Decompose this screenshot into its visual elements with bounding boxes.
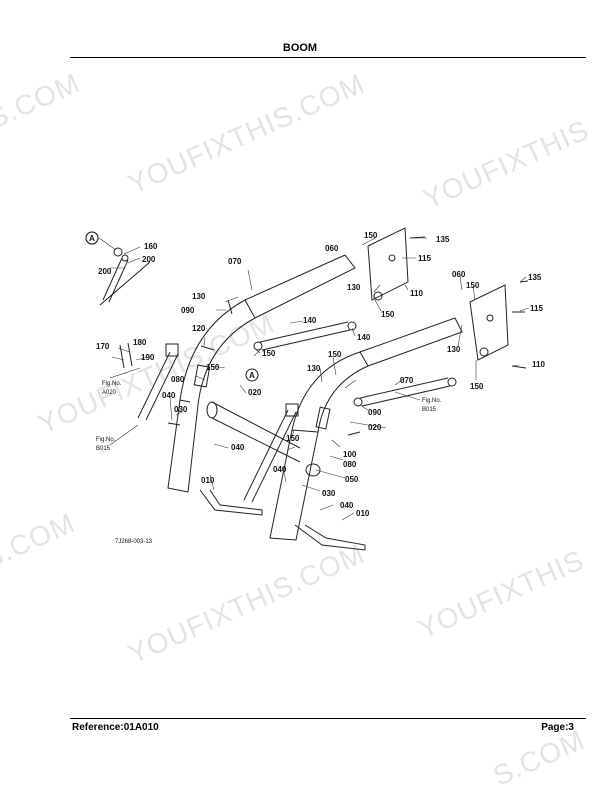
right-mount-bracket [469,284,509,361]
page-title: BOOM [282,42,318,54]
part-label: 070 [400,376,414,385]
boom-parts-diagram: A A 160 200 200 070 130 090 120 170 180 … [85,227,545,551]
part-label: 040 [273,465,287,474]
part-label: 150 [470,382,484,391]
right-boom-arm [269,317,463,541]
part-label: 130 [447,345,461,354]
part-label: 190 [141,353,155,362]
fig-ref-a020: Fig.No. A020 [102,381,122,396]
part-label: 115 [418,254,431,263]
left-lift-cylinder [137,343,179,421]
part-label: 040 [162,391,176,400]
part-label: 150 [206,363,220,372]
left-stand [199,489,263,516]
part-label: 040 [231,443,245,452]
part-label: 150 [262,349,276,358]
right-bucket-cylinder [353,377,457,407]
right-stand [294,524,366,551]
part-label: 180 [133,338,147,347]
part-label: 150 [381,310,395,319]
part-label: 130 [307,364,321,373]
part-label: 115 [530,304,543,313]
part-label: 030 [174,405,188,414]
callout-a-bottom: A [245,368,259,382]
part-label: 135 [528,273,542,282]
left-mount-bracket [367,227,409,301]
part-label: 170 [96,342,110,351]
svg-text:B015: B015 [422,407,437,413]
svg-text:A: A [89,234,95,243]
part-label: 150 [286,434,300,443]
svg-text:B015: B015 [96,446,111,452]
right-lift-cylinder [243,403,299,503]
left-bucket-cylinder [253,321,357,351]
part-label: 080 [171,375,185,384]
svg-text:Fig.No.: Fig.No. [422,398,442,404]
svg-text:A020: A020 [102,390,117,396]
part-label: 120 [192,324,206,333]
part-label: 020 [368,423,382,432]
part-label: 010 [356,509,370,518]
svg-text:A: A [249,371,255,380]
part-number-labels: 160 200 200 070 130 090 120 170 180 190 … [96,231,545,518]
part-label: 200 [142,255,156,264]
part-label: 150 [364,231,378,240]
part-label: 020 [248,388,262,397]
cross-tube [206,401,301,463]
part-label: 090 [181,306,195,315]
leader-lines [98,237,530,521]
fig-ref-b015-left: Fig.No. B015 [96,437,116,452]
part-label: 070 [228,257,242,266]
part-label: 140 [357,333,371,342]
part-label: 090 [368,408,382,417]
svg-text:Fig.No.: Fig.No. [96,437,116,443]
part-label: 135 [436,235,450,244]
part-label: 200 [98,267,112,276]
footer-rule [70,718,586,719]
part-label: 110 [532,360,545,369]
part-label: 130 [192,292,206,301]
left-boom-arm [167,254,356,493]
svg-text:Fig.No.: Fig.No. [102,381,122,387]
part-label: 140 [303,316,317,325]
part-label: 100 [343,450,357,459]
part-label: 110 [410,289,423,298]
reference-text: Reference:01A010 [72,722,159,733]
drawing-code: 7J268-003-13 [115,539,153,545]
part-label: 030 [322,489,336,498]
part-label: 060 [325,244,339,253]
page-number: Page:3 [541,722,574,733]
part-label: 160 [144,242,158,251]
part-label: 050 [345,475,359,484]
manual-page: S.COM YOUFIXTHIS.COM YOUFIXTHIS YOUFIXTH… [0,42,594,792]
callout-a-top: A [85,231,99,245]
part-label: 150 [328,350,342,359]
bolts [167,236,529,436]
part-label: 130 [347,283,361,292]
part-label: 040 [340,501,354,510]
part-label: 010 [201,476,215,485]
fig-ref-b015-right: Fig.No. B015 [422,398,442,413]
part-label: 080 [343,460,357,469]
part-label: 060 [452,270,466,279]
header-rule [70,57,586,58]
part-label: 150 [466,281,480,290]
